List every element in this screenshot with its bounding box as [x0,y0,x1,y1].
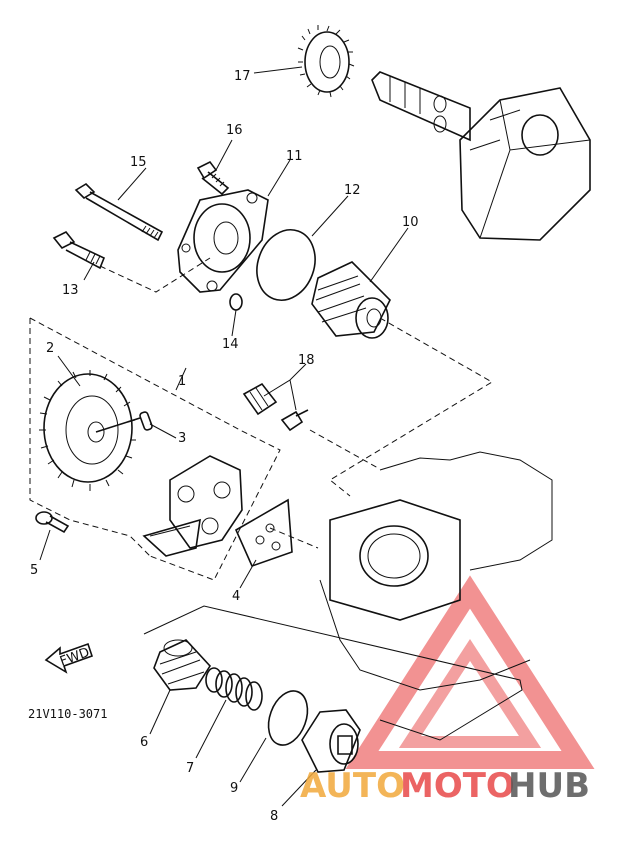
fwd-label: FWD [58,645,92,669]
callout-5: 5 [30,563,38,578]
callout-8: 8 [270,809,278,824]
part-18-plug [242,382,309,432]
callout-9: 9 [230,781,238,796]
callout-2: 2 [46,341,54,356]
part-3-pin [139,411,153,431]
part-15-long-bolt [74,182,164,242]
callout-7: 7 [186,761,194,776]
callout-3: 3 [178,431,186,446]
callout-12: 12 [344,183,361,198]
part-16-bolt [196,160,230,196]
part-9-o-ring [267,690,309,746]
callout-leader-lines [39,66,409,807]
part-10-oil-filter [311,261,391,339]
part-7-spring [205,667,263,711]
part-5-screw [35,511,70,534]
part-4-gasket [234,498,293,567]
callout-10: 10 [402,215,419,230]
callout-1: 1 [178,374,186,389]
watermark-hub: HUB [508,766,590,806]
part-code: 21V110-3071 [28,707,107,721]
part-11-filter-cover [177,189,269,293]
oil-route-dashed-lines [99,257,493,549]
watermark-auto: AUTO [300,766,405,806]
callout-numbers: 1 2 3 4 5 6 7 8 9 10 11 12 13 14 15 16 1… [30,69,419,824]
callout-16: 16 [226,123,243,138]
crankcase-shaft [371,71,591,241]
part-8-drain-plug [301,709,361,773]
callout-4: 4 [232,589,240,604]
part-2-pump-gear [39,370,141,491]
callout-17: 17 [234,69,251,84]
callout-14: 14 [222,337,239,352]
part-12-o-ring [256,229,316,301]
watermark-wordmark: AUTO MOTO HUB [300,766,590,806]
part-6-strainer [153,639,212,691]
strainer-group-boundary [143,605,523,741]
engine-cylinder [319,451,553,691]
callout-15: 15 [130,155,147,170]
pump-assembly-boundary [29,317,281,581]
part-14-small-o-ring [229,293,243,311]
watermark-moto: MOTO [400,766,515,806]
callout-6: 6 [140,735,148,750]
fwd-direction-arrow: FWD [44,642,94,674]
callout-13: 13 [62,283,79,298]
callout-18: 18 [298,353,315,368]
callout-11: 11 [286,149,303,164]
part-17-sprocket [297,25,355,98]
part-13-bolt [52,230,106,270]
watermark-logo [345,575,595,769]
oil-pump-body [142,455,243,557]
